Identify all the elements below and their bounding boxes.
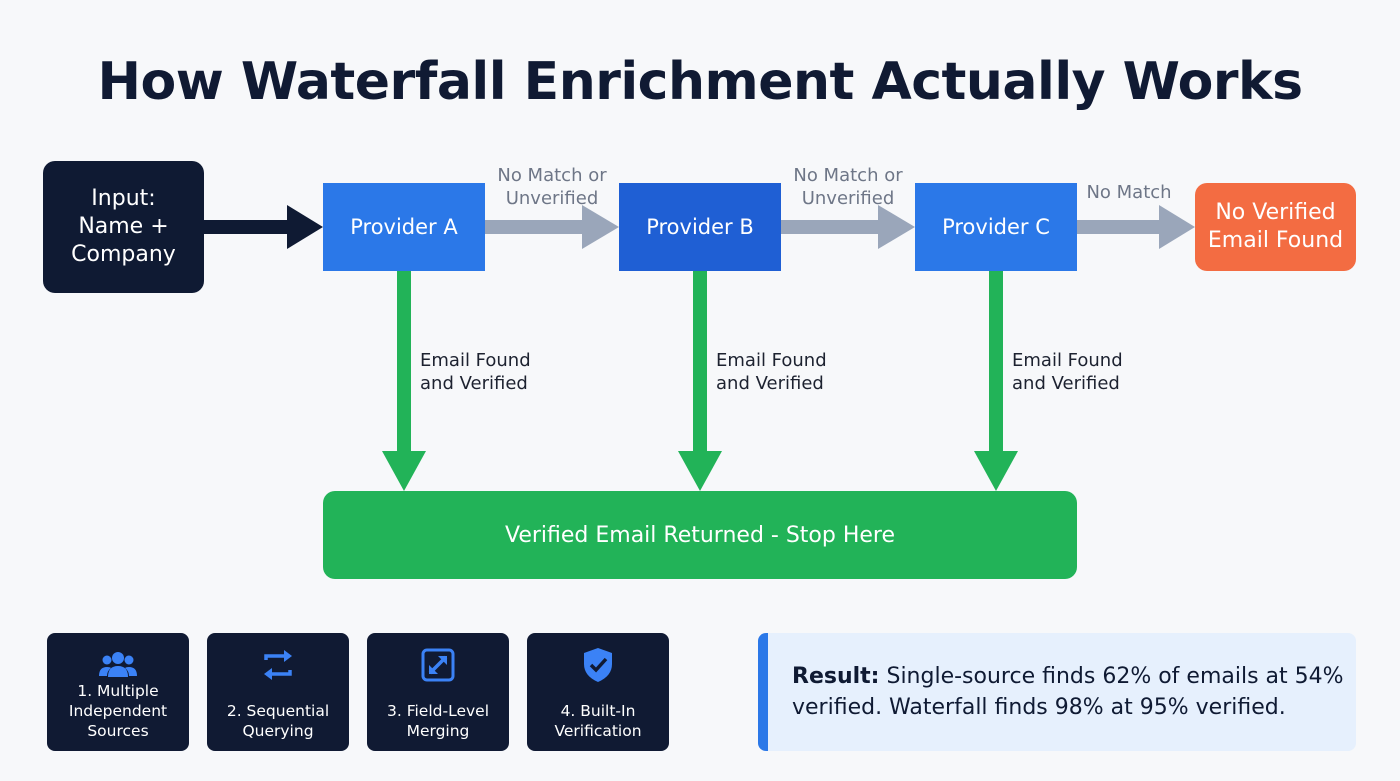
merge-arrows-icon	[421, 648, 455, 682]
feature-card-3: 3. Field-Level Merging	[367, 633, 509, 751]
provider-c-box: Provider C	[915, 183, 1077, 271]
fail-line-1: No Verified	[1215, 200, 1336, 225]
fallthrough-b-line-1: No Match or	[793, 165, 903, 186]
result-text: Result: Single-source finds 62% of email…	[792, 661, 1347, 723]
success-label-b: Email Found and Verified	[716, 349, 827, 395]
feature-2-line-2: Querying	[242, 722, 314, 740]
fallthrough-label-a: No Match or Unverified	[485, 164, 619, 210]
input-line-1: Input:	[91, 186, 156, 211]
provider-b-box: Provider B	[619, 183, 781, 271]
result-label: Result:	[792, 664, 880, 689]
success-b-line-2: and Verified	[716, 373, 824, 394]
result-body: Single-source finds 62% of emails at 54%…	[792, 664, 1344, 720]
feature-card-4: 4. Built-In Verification	[527, 633, 669, 751]
success-a-line-1: Email Found	[420, 350, 531, 371]
success-c-line-1: Email Found	[1012, 350, 1123, 371]
verified-email-returned-bar: Verified Email Returned - Stop Here	[323, 491, 1077, 579]
success-c-line-2: and Verified	[1012, 373, 1120, 394]
feature-4-line-2: Verification	[554, 722, 642, 740]
input-line-3: Company	[71, 242, 176, 267]
success-a-line-2: and Verified	[420, 373, 528, 394]
fail-line-2: Email Found	[1207, 228, 1344, 253]
provider-a-label: Provider A	[350, 215, 458, 239]
swap-arrows-icon	[264, 650, 292, 680]
result-bar-label: Verified Email Returned - Stop Here	[504, 522, 896, 548]
fallthrough-b-line-2: Unverified	[801, 188, 895, 209]
shield-check-icon	[584, 648, 612, 682]
feature-1-line-3: Sources	[87, 722, 149, 740]
feature-3-line-2: Merging	[406, 722, 470, 740]
arrow-a-down	[382, 271, 426, 491]
result-accent-bar	[758, 633, 768, 751]
result-callout: Result: Single-source finds 62% of email…	[758, 633, 1356, 751]
fallthrough-label-c: No Match	[1077, 181, 1181, 204]
success-b-line-1: Email Found	[716, 350, 827, 371]
provider-a-box: Provider A	[323, 183, 485, 271]
fallthrough-a-line-1: No Match or	[497, 165, 607, 186]
fallthrough-a-line-2: Unverified	[505, 188, 599, 209]
input-line-2: Name +	[78, 214, 169, 239]
arrow-c-to-fail	[1077, 205, 1195, 249]
arrow-b-down	[678, 271, 722, 491]
feature-card-1: 1. Multiple Independent Sources	[47, 633, 189, 751]
feature-4-line-1: 4. Built-In	[560, 702, 636, 720]
provider-b-label: Provider B	[646, 215, 754, 239]
feature-1-line-1: 1. Multiple	[77, 682, 159, 700]
page-title: How Waterfall Enrichment Actually Works	[97, 52, 1303, 112]
feature-card-2: 2. Sequential Querying	[207, 633, 349, 751]
fallthrough-c-line-1: No Match	[1086, 182, 1172, 203]
arrow-input-to-provider-a	[204, 205, 323, 249]
no-email-found-box: No Verified Email Found	[1195, 183, 1356, 271]
success-label-a: Email Found and Verified	[420, 349, 531, 395]
arrow-c-down	[974, 271, 1018, 491]
fallthrough-label-b: No Match or Unverified	[781, 164, 915, 210]
success-label-c: Email Found and Verified	[1012, 349, 1123, 395]
input-box: Input: Name + Company	[43, 161, 204, 293]
users-icon	[99, 652, 137, 677]
feature-2-line-1: 2. Sequential	[226, 702, 330, 720]
feature-1-line-2: Independent	[68, 702, 168, 720]
feature-3-line-1: 3. Field-Level	[387, 702, 489, 720]
provider-c-label: Provider C	[942, 215, 1050, 239]
arrow-b-to-c	[781, 205, 915, 249]
arrow-a-to-b	[485, 205, 619, 249]
